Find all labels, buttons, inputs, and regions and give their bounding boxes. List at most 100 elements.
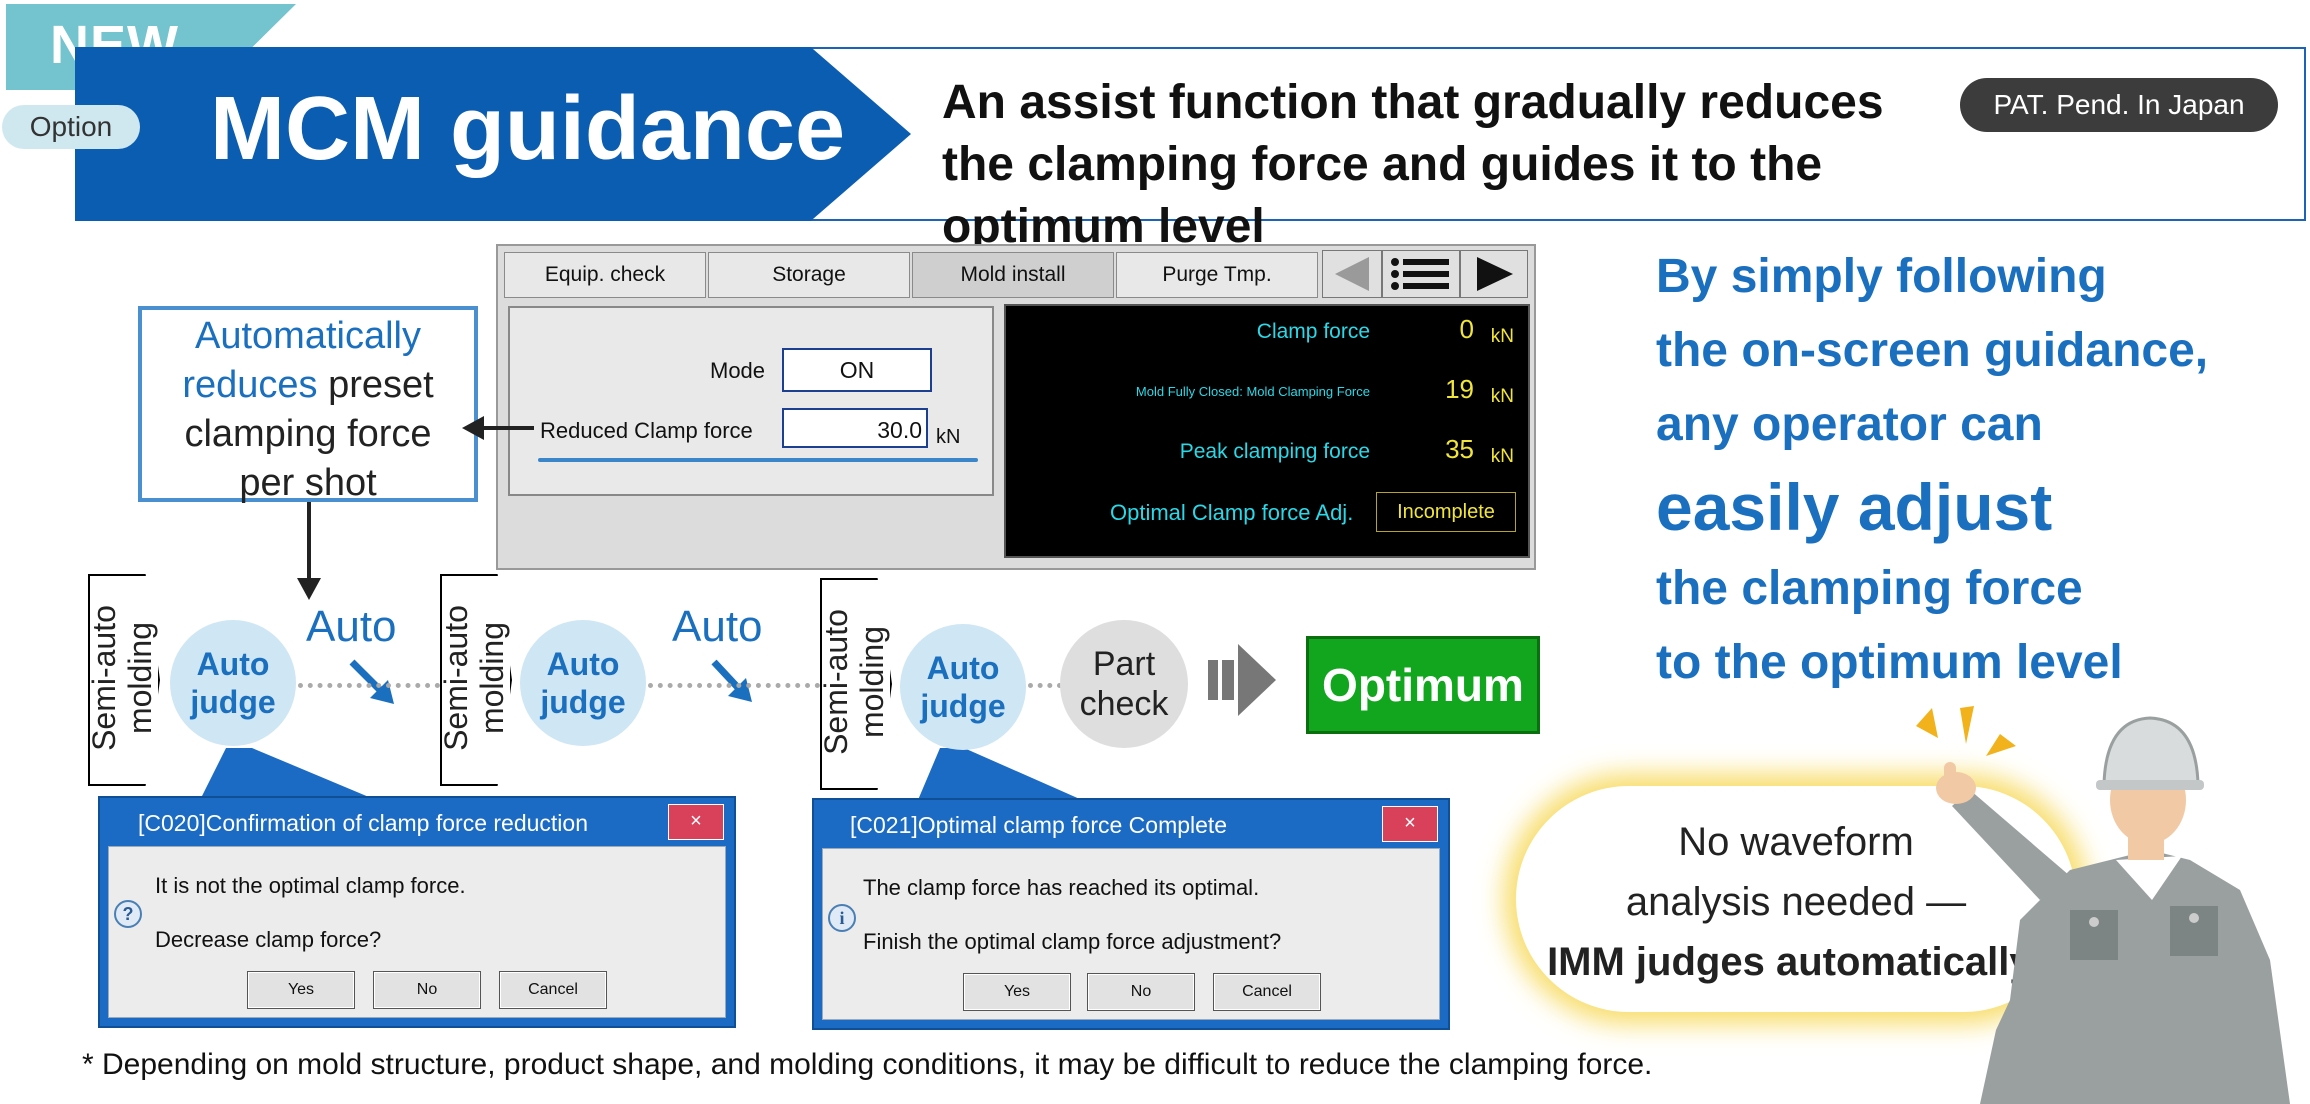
svg-text:?: ?: [123, 904, 134, 924]
auto-judge-line-1: Auto: [926, 650, 1000, 686]
flow-dots-3: [1028, 683, 1062, 688]
auto-judge-line-2: judge: [920, 688, 1006, 724]
tab-storage[interactable]: Storage: [708, 252, 910, 298]
page-title: MCM guidance: [210, 79, 846, 179]
semi-auto-label-2: Semi-auto molding: [438, 580, 510, 776]
tab-equip-check[interactable]: Equip. check: [504, 252, 706, 298]
peak-clamp-force-label: Peak clamping force: [1179, 440, 1370, 463]
dialog-c021-message-1: The clamp force has reached its optimal.: [863, 875, 1260, 900]
semi-auto-line-2: molding: [122, 621, 158, 735]
semi-auto-molding-step-2: [440, 574, 512, 786]
worker-illustration: [1916, 706, 2290, 1104]
auto-label-2: Auto: [672, 602, 763, 651]
tab-purge-tmp[interactable]: Purge Tmp.: [1116, 252, 1318, 298]
mode-label: Mode: [710, 358, 766, 383]
benefit-line-4: easily adjust: [1656, 470, 2053, 544]
semi-auto-molding-step-1: [88, 574, 160, 786]
machine-screen: Equip. check Storage Mold install Purge …: [496, 244, 1536, 570]
mold-closed-force-label: Mold Fully Closed: Mold Clamping Force: [1135, 384, 1370, 399]
prev-page-button[interactable]: [1322, 250, 1382, 298]
mold-closed-force-value: 19: [1445, 374, 1474, 404]
dialog-c020-close-button[interactable]: ×: [668, 804, 724, 840]
reduced-clamp-unit: kN: [936, 426, 961, 448]
clamp-force-unit: kN: [1490, 326, 1514, 347]
optimum-result: Optimum: [1306, 636, 1540, 734]
semi-auto-label-3: Semi-auto molding: [818, 584, 890, 780]
dialog-c020-yes-button[interactable]: Yes: [247, 971, 355, 1009]
settings-panel: Mode ON Reduced Clamp force 30.0 kN: [508, 306, 994, 496]
dialog-c020-no-button[interactable]: No: [373, 971, 481, 1009]
peak-clamp-force-value: 35: [1445, 434, 1474, 464]
auto-judge-line-2: judge: [540, 684, 626, 720]
auto-judge-line-1: Auto: [546, 646, 620, 682]
benefit-message: By simply following the on-screen guidan…: [1656, 240, 2296, 700]
dialog-c021-close-button[interactable]: ×: [1382, 806, 1438, 842]
question-icon: ?: [114, 900, 142, 928]
dialog-c021-body: i The clamp force has reached its optima…: [822, 848, 1440, 1020]
reduced-clamp-input[interactable]: 30.0: [782, 408, 928, 448]
arrow-right-icon: [1477, 257, 1513, 291]
mold-closed-force-unit: kN: [1490, 386, 1514, 407]
dialog-c021-cancel-button[interactable]: Cancel: [1213, 973, 1321, 1011]
auto-reduce-callout: Automatically reduces preset clamping fo…: [138, 306, 478, 504]
benefit-line-2: the on-screen guidance,: [1656, 324, 2209, 377]
patent-badge: PAT. Pend. In Japan: [1960, 78, 2278, 132]
dialog-c020: [C020]Confirmation of clamp force reduct…: [98, 796, 736, 1028]
dialog-c021-no-button[interactable]: No: [1087, 973, 1195, 1011]
optimal-adj-label: Optimal Clamp force Adj.: [1110, 500, 1354, 525]
dialog-c021-message-2: Finish the optimal clamp force adjustmen…: [863, 929, 1282, 954]
monitor-panel: Clamp force 0 kN Mold Fully Closed: Mold…: [1004, 304, 1530, 558]
arrow-left-icon: [1335, 257, 1369, 291]
next-page-button[interactable]: [1460, 250, 1528, 298]
title-banner: [75, 47, 911, 221]
part-check-line-1: Part: [1092, 645, 1156, 683]
bubble-line-3: IMM judges automatically!: [1547, 940, 2045, 984]
benefit-line-1: By simply following: [1656, 250, 2107, 303]
callout-line-1: Automatically: [195, 315, 421, 357]
tab-mold-install[interactable]: Mold install: [912, 252, 1114, 298]
reduced-clamp-label: Reduced Clamp force: [540, 418, 753, 443]
dialog-c020-cancel-button[interactable]: Cancel: [499, 971, 607, 1009]
optimal-adj-status: Incomplete: [1376, 492, 1516, 532]
part-check-line-2: check: [1079, 685, 1169, 723]
auto-judge-line-1: Auto: [196, 646, 270, 682]
dialog-c020-body: ? It is not the optimal clamp force. Dec…: [108, 846, 726, 1018]
semi-auto-molding-step-3: [820, 578, 892, 790]
benefit-line-5: the clamping force: [1656, 562, 2083, 615]
semi-auto-line-2: molding: [854, 625, 890, 739]
callout-line-3: clamping force: [184, 413, 432, 455]
semi-auto-line-1: Semi-auto: [86, 605, 122, 751]
dialog-c020-title: [C020]Confirmation of clamp force reduct…: [138, 810, 588, 836]
dialog-c020-message-2: Decrease clamp force?: [155, 927, 382, 952]
clamp-force-value: 0: [1459, 314, 1474, 344]
menu-button[interactable]: [1382, 250, 1460, 298]
dialog-c021: [C021]Optimal clamp force Complete × i T…: [812, 798, 1450, 1030]
bubble-line-2: analysis needed —: [1625, 880, 1967, 924]
callout-line-2-blue: reduces: [182, 364, 318, 406]
option-pill: Option: [2, 105, 140, 149]
svg-text:i: i: [839, 908, 844, 928]
footnote: * Depending on mold structure, product s…: [82, 1048, 1653, 1081]
callout-line-4: per shot: [239, 462, 377, 504]
list-menu-icon: [1391, 258, 1449, 290]
info-icon: i: [828, 904, 856, 932]
peak-clamp-force-unit: kN: [1490, 446, 1514, 467]
dialog-c021-title: [C021]Optimal clamp force Complete: [850, 812, 1228, 838]
dialog-c021-yes-button[interactable]: Yes: [963, 973, 1071, 1011]
bubble-line-1: No waveform: [1678, 820, 1914, 864]
auto-judge-line-2: judge: [190, 684, 276, 720]
dialog-c020-message-1: It is not the optimal clamp force.: [155, 873, 466, 898]
semi-auto-line-1: Semi-auto: [438, 605, 474, 751]
sparkle-icon: [1916, 708, 1938, 738]
benefit-line-6: to the optimum level: [1656, 636, 2123, 689]
clamp-force-label: Clamp force: [1256, 320, 1370, 343]
callout-line-2-rest: preset: [317, 364, 434, 406]
semi-auto-line-1: Semi-auto: [818, 609, 854, 755]
semi-auto-label-1: Semi-auto molding: [86, 580, 158, 776]
mode-field[interactable]: ON: [782, 348, 932, 392]
subtitle-line-1: An assist function that gradually reduce…: [942, 76, 1884, 129]
